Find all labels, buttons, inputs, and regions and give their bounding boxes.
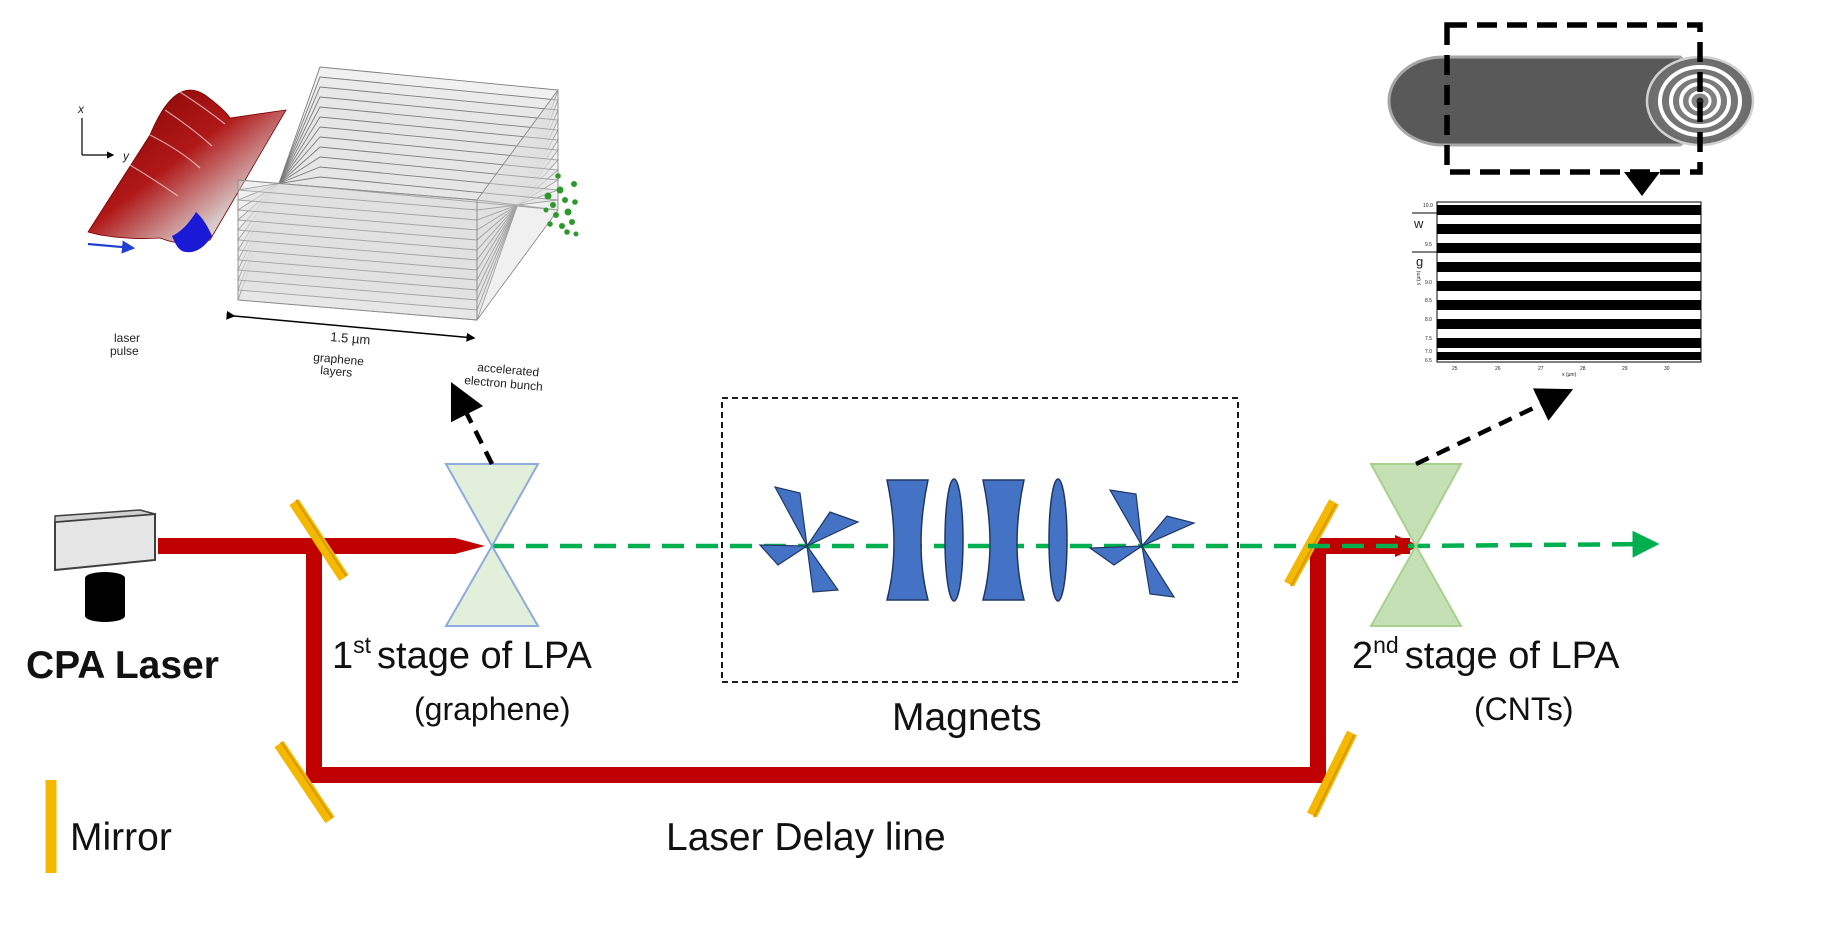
magnets-label: Magnets	[892, 696, 1042, 739]
convex-lens-icon	[1048, 478, 1068, 602]
y-tick: 7.0	[1425, 349, 1432, 355]
graphene-layers-label-line2: layers	[320, 363, 353, 380]
x-tick: 27	[1538, 366, 1544, 372]
y-tick: 6.5	[1425, 358, 1432, 364]
thickness-label: 1.5 µm	[330, 329, 371, 347]
electron-bunch-label-line2: electron bunch	[464, 373, 544, 394]
cnt-stripes-plot: 10.0 9.5 9.0 8.5 8.0 7.5 7.0 6.5 y (µm) …	[1412, 201, 1702, 378]
stage2-name: stage of LPA	[1405, 635, 1620, 677]
electron-bunch-dots	[543, 173, 579, 237]
x-tick: 26	[1495, 366, 1501, 372]
stage2-ordinal: 2	[1352, 635, 1373, 677]
axis-x-label: x	[77, 102, 85, 116]
y-tick: 9.0	[1425, 280, 1432, 286]
nanotube-icon	[1387, 55, 1755, 147]
magnets-box	[721, 397, 1239, 683]
quadrupole-lens-icon	[982, 479, 1025, 601]
x-tick: 30	[1664, 366, 1670, 372]
dipole-magnet-icon	[758, 486, 860, 593]
graphene-stack-front	[237, 88, 559, 322]
inset-axes: x y	[77, 102, 130, 163]
magnets-section: Magnets	[721, 397, 1239, 739]
y-tick: 8.0	[1425, 317, 1432, 323]
cpa-laser-source: CPA Laser	[26, 509, 219, 687]
graphene-inset: x y laser pulse	[77, 66, 579, 394]
laser-pulse-surface	[87, 89, 287, 254]
g-label: g	[1416, 254, 1423, 269]
laser-pulse-label-line2: pulse	[110, 344, 139, 358]
mirror-2	[274, 740, 335, 824]
mirror-4	[1307, 730, 1357, 818]
focusing-cone-icon	[1369, 463, 1463, 627]
stage2-material: (CNTs)	[1474, 691, 1574, 727]
stage1-ordinal: 1	[332, 635, 353, 677]
axis-y-label: y	[122, 149, 130, 163]
legend: Mirror	[45, 780, 172, 873]
stage1-material: (graphene)	[414, 691, 571, 727]
y-tick: 10.0	[1423, 203, 1433, 209]
zoom-arrow-icon	[1624, 172, 1660, 196]
graphene-layers-label-line1: graphene	[313, 350, 365, 368]
x-tick: 25	[1452, 366, 1458, 372]
w-label: w	[1413, 216, 1424, 231]
electron-bunch-label-line1: accelerated	[477, 360, 540, 379]
electron-beam-output	[1407, 530, 1660, 558]
stage1-name: stage of LPA	[377, 635, 592, 677]
stage2-ordinal-suffix: nd	[1373, 632, 1399, 658]
stage1-ordinal-suffix: st	[353, 632, 372, 658]
y-tick: 7.5	[1425, 336, 1432, 342]
cnt-x-ticks: 25 26 27 28 29 30	[1452, 366, 1670, 372]
x-tick: 29	[1622, 366, 1628, 372]
legend-mirror-label: Mirror	[70, 816, 172, 859]
laser-box-icon	[54, 509, 156, 622]
cpa-laser-label: CPA Laser	[26, 644, 219, 687]
stage1-inset-pointer	[450, 381, 495, 466]
y-axis-label: y (µm)	[1416, 270, 1422, 285]
quadrupole-lens-icon	[886, 479, 929, 601]
y-tick: 8.5	[1425, 298, 1432, 304]
convex-lens-icon	[944, 478, 964, 602]
dipole-magnet-icon	[1088, 489, 1196, 598]
x-axis-label: x (µm)	[1562, 372, 1577, 378]
zoom-box	[1444, 22, 1703, 175]
y-tick: 9.5	[1425, 242, 1432, 248]
laser-pulse-label-line1: laser	[114, 331, 140, 345]
cnt-inset: 10.0 9.5 9.0 8.5 8.0 7.5 7.0 6.5 y (µm) …	[1387, 22, 1755, 378]
stage2-inset-pointer	[1415, 388, 1574, 467]
delay-line-label: Laser Delay line	[666, 816, 946, 859]
mirror-1	[289, 498, 349, 582]
focusing-cone-icon	[444, 463, 540, 627]
x-tick: 28	[1580, 366, 1586, 372]
cnt-y-ticks: 10.0 9.5 9.0 8.5 8.0 7.5 7.0 6.5	[1423, 203, 1433, 364]
thickness-dimension	[226, 310, 476, 342]
